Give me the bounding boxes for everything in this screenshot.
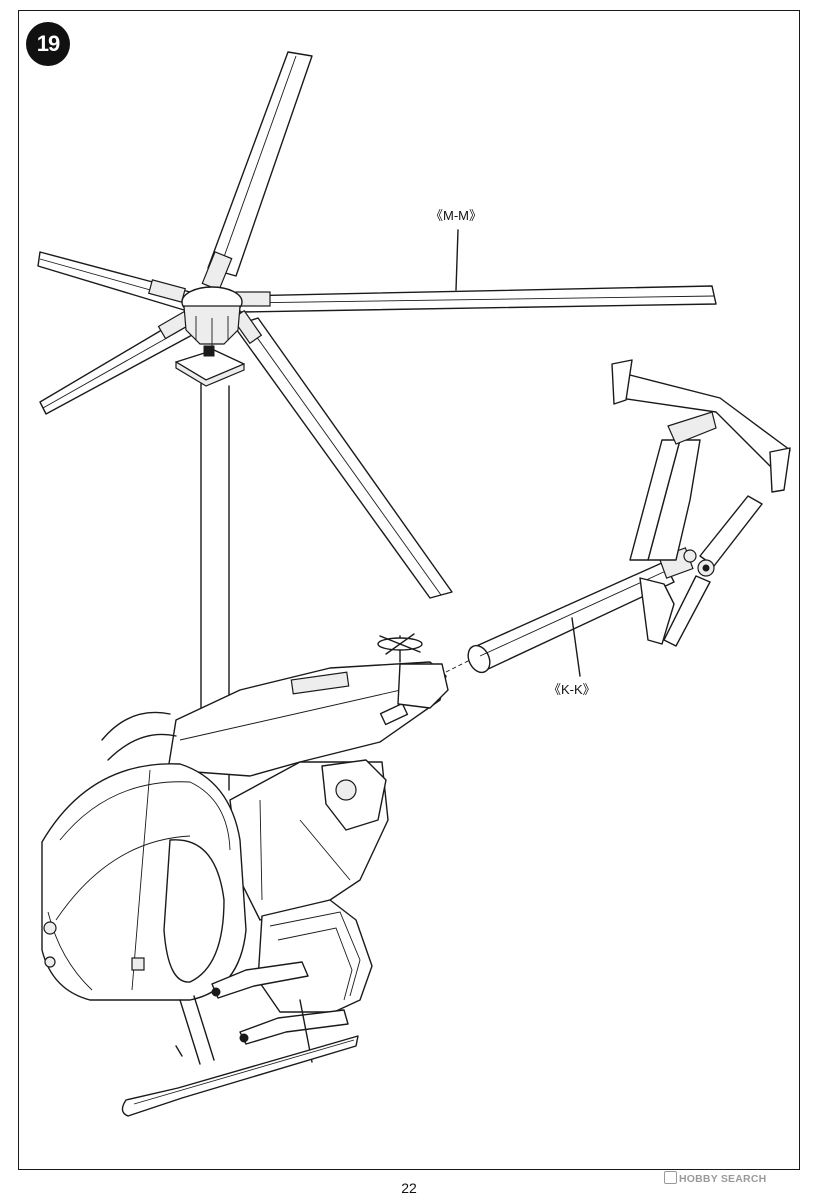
rotor-blade-top: [207, 51, 313, 277]
rotor-blade-left: [37, 251, 191, 311]
tail-boom-tube: [471, 561, 675, 671]
fuselage-assembly: [41, 633, 449, 1117]
rotor-blade-right: [237, 285, 717, 313]
callout-main-rotor: 《M-M》: [430, 208, 482, 223]
watermark: HOBBY SEARCH: [664, 1171, 766, 1185]
tail-boom-assembly: [467, 359, 791, 677]
tail-rotor-blade-lower: [663, 575, 711, 647]
main-rotor-assembly: [37, 51, 717, 791]
ammo-belt: [257, 899, 373, 1013]
minigun-upper: [211, 961, 309, 999]
lower-fin: [639, 577, 675, 645]
watermark-text: HOBBY SEARCH: [679, 1173, 767, 1185]
callout-tail-boom: 《K-K》: [548, 682, 596, 697]
landing-skid: [121, 1035, 359, 1117]
watermark-logo-icon: [664, 1171, 677, 1184]
step-number-badge: 19: [26, 22, 70, 66]
tail-rotor-blade-upper: [699, 495, 763, 567]
door-window: [163, 839, 225, 983]
page-frame: [18, 10, 800, 1170]
minigun-lower: [239, 1009, 349, 1045]
page-number: 22: [401, 1180, 417, 1196]
